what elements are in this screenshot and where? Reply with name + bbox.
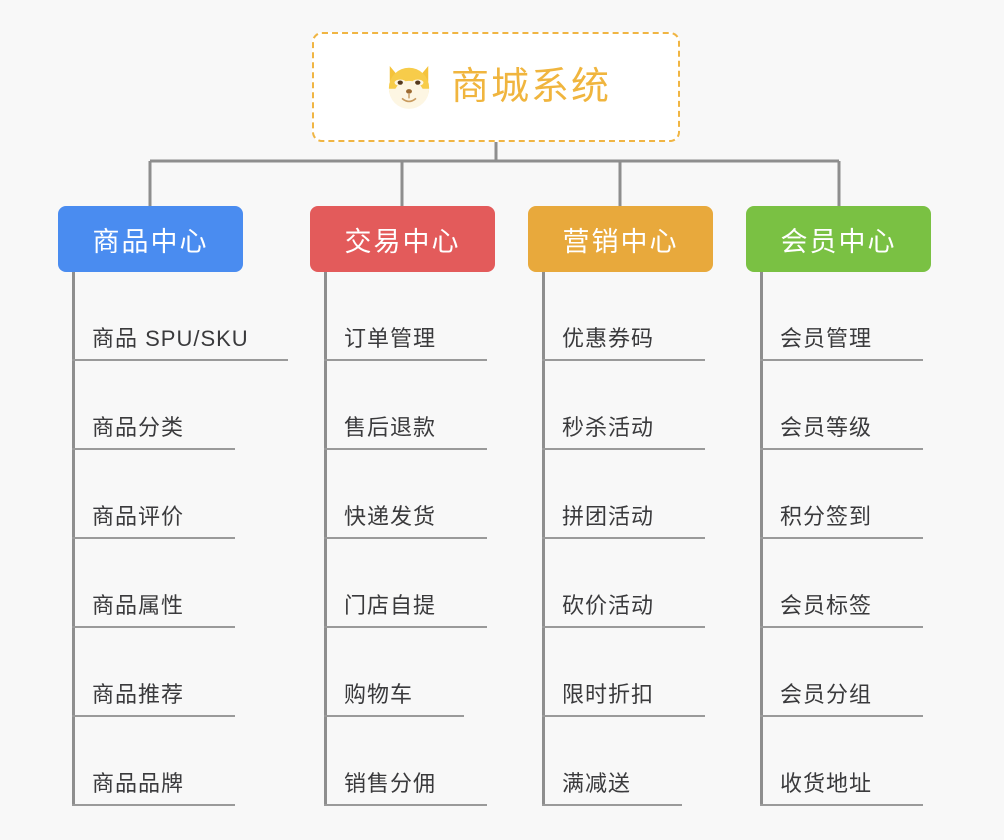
leaf-item[interactable]: 积分签到 — [746, 450, 931, 539]
leaf-item[interactable]: 砍价活动 — [528, 539, 713, 628]
leaf-item-label: 会员标签 — [780, 593, 873, 618]
shiba-dog-face-icon — [388, 66, 430, 109]
category-column-marketing-center: 营销中心 优惠券码 秒杀活动 拼团活动 砍价活动 限时折扣 — [528, 206, 713, 806]
leaf-item-label: 积分签到 — [780, 504, 873, 529]
leaf-item-label: 会员管理 — [780, 326, 873, 351]
leaf-item[interactable]: 商品推荐 — [58, 628, 243, 717]
leaf-item[interactable]: 快递发货 — [310, 450, 495, 539]
leaf-item-label: 商品品牌 — [92, 771, 185, 796]
leaf-underline — [542, 448, 705, 450]
leaf-underline — [324, 359, 487, 361]
leaf-underline — [72, 715, 235, 717]
leaf-item[interactable]: 限时折扣 — [528, 628, 713, 717]
leaf-item-label: 门店自提 — [344, 593, 437, 618]
leaf-item-label: 拼团活动 — [562, 504, 655, 529]
leaf-item-label: 快递发货 — [344, 504, 437, 529]
leaf-item-label: 售后退款 — [344, 415, 437, 440]
root-node-mall-system[interactable]: 商城系统 — [312, 32, 680, 142]
leaf-underline — [542, 537, 705, 539]
leaf-item[interactable]: 商品品牌 — [58, 717, 243, 806]
category-column-trade-center: 交易中心 订单管理 售后退款 快递发货 门店自提 购物车 — [310, 206, 495, 806]
leaf-item-label: 购物车 — [344, 682, 414, 707]
leaf-underline — [324, 448, 487, 450]
leaf-item-label: 会员分组 — [780, 682, 873, 707]
leaf-list-marketing-center: 优惠券码 秒杀活动 拼团活动 砍价活动 限时折扣 满减送 — [528, 272, 713, 806]
leaf-item-label: 满减送 — [562, 771, 632, 796]
leaf-item[interactable]: 商品分类 — [58, 361, 243, 450]
leaf-underline — [324, 804, 487, 806]
leaf-item-label: 会员等级 — [780, 415, 873, 440]
leaf-item[interactable]: 门店自提 — [310, 539, 495, 628]
root-node-title: 商城系统 — [450, 66, 611, 108]
leaf-list-product-center: 商品 SPU/SKU 商品分类 商品评价 商品属性 商品推荐 商品品牌 — [58, 272, 288, 806]
trunk-line-marketing-center — [542, 272, 545, 806]
leaf-item-label: 商品 SPU/SKU — [92, 326, 249, 351]
leaf-list-trade-center: 订单管理 售后退款 快递发货 门店自提 购物车 销售分佣 — [310, 272, 495, 806]
leaf-item[interactable]: 商品 SPU/SKU — [58, 272, 288, 361]
leaf-item[interactable]: 销售分佣 — [310, 717, 495, 806]
leaf-underline — [542, 359, 705, 361]
leaf-item-label: 优惠券码 — [562, 326, 655, 351]
leaf-underline — [760, 715, 923, 717]
leaf-underline — [324, 715, 464, 717]
category-header-member-center[interactable]: 会员中心 — [746, 206, 931, 272]
leaf-underline — [760, 804, 923, 806]
leaf-item[interactable]: 会员分组 — [746, 628, 931, 717]
category-header-label: 交易中心 — [344, 226, 461, 257]
leaf-item-label: 商品属性 — [92, 593, 185, 618]
leaf-item-label: 收货地址 — [780, 771, 873, 796]
leaf-item[interactable]: 优惠券码 — [528, 272, 713, 361]
leaf-item[interactable]: 商品属性 — [58, 539, 243, 628]
leaf-item-label: 商品推荐 — [92, 682, 185, 707]
leaf-item-label: 订单管理 — [344, 326, 437, 351]
leaf-item[interactable]: 拼团活动 — [528, 450, 713, 539]
leaf-underline — [542, 715, 705, 717]
category-column-product-center: 商品中心 商品 SPU/SKU 商品分类 商品评价 商品属性 商品推荐 — [58, 206, 288, 806]
leaf-item[interactable]: 会员等级 — [746, 361, 931, 450]
leaf-item[interactable]: 购物车 — [310, 628, 495, 717]
leaf-item-label: 秒杀活动 — [562, 415, 655, 440]
leaf-underline — [72, 448, 235, 450]
trunk-line-product-center — [72, 272, 75, 806]
leaf-item[interactable]: 会员标签 — [746, 539, 931, 628]
trunk-line-trade-center — [324, 272, 327, 806]
leaf-item-label: 商品分类 — [92, 415, 185, 440]
leaf-item[interactable]: 售后退款 — [310, 361, 495, 450]
leaf-item[interactable]: 满减送 — [528, 717, 713, 806]
leaf-item[interactable]: 商品评价 — [58, 450, 243, 539]
leaf-underline — [324, 626, 487, 628]
leaf-underline — [760, 626, 923, 628]
leaf-underline — [72, 359, 288, 361]
leaf-underline — [324, 537, 487, 539]
leaf-item[interactable]: 秒杀活动 — [528, 361, 713, 450]
category-header-marketing-center[interactable]: 营销中心 — [528, 206, 713, 272]
trunk-line-member-center — [760, 272, 763, 806]
leaf-item-label: 限时折扣 — [562, 682, 655, 707]
category-header-label: 会员中心 — [780, 226, 897, 257]
leaf-underline — [542, 626, 705, 628]
leaf-item-label: 砍价活动 — [562, 593, 655, 618]
leaf-item[interactable]: 会员管理 — [746, 272, 931, 361]
category-column-member-center: 会员中心 会员管理 会员等级 积分签到 会员标签 会员分组 — [746, 206, 931, 806]
leaf-list-member-center: 会员管理 会员等级 积分签到 会员标签 会员分组 收货地址 — [746, 272, 931, 806]
leaf-underline — [72, 804, 235, 806]
leaf-underline — [760, 448, 923, 450]
category-header-product-center[interactable]: 商品中心 — [58, 206, 243, 272]
category-header-label: 营销中心 — [562, 226, 679, 257]
leaf-underline — [72, 626, 235, 628]
leaf-underline — [542, 804, 682, 806]
leaf-item[interactable]: 订单管理 — [310, 272, 495, 361]
leaf-item[interactable]: 收货地址 — [746, 717, 931, 806]
leaf-underline — [760, 537, 923, 539]
category-header-trade-center[interactable]: 交易中心 — [310, 206, 495, 272]
leaf-underline — [760, 359, 923, 361]
category-header-label: 商品中心 — [92, 226, 209, 257]
leaf-item-label: 销售分佣 — [344, 771, 437, 796]
leaf-item-label: 商品评价 — [92, 504, 185, 529]
leaf-underline — [72, 537, 235, 539]
